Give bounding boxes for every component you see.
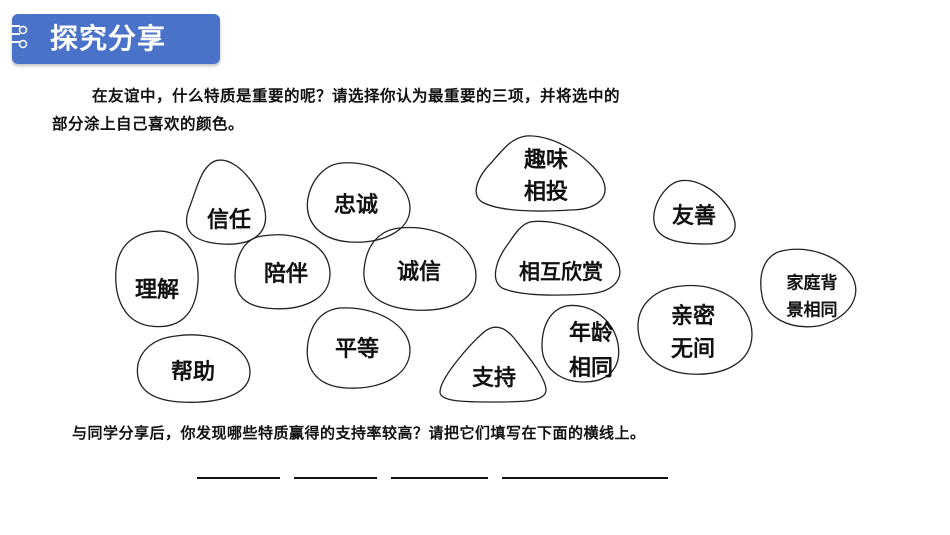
trait-label-zhongcheng: 忠诚 [333, 193, 379, 218]
pebble-zhichi[interactable] [439, 326, 547, 403]
prompt-line-2: 部分涂上自己喜欢的颜色。 [52, 115, 245, 133]
pebble-xinshang[interactable] [494, 220, 621, 296]
pebble-pingdeng[interactable] [306, 307, 411, 389]
answer-blank-2[interactable] [294, 477, 377, 479]
pebble-chengxin[interactable] [363, 226, 477, 311]
trait-label-qinmi-1: 亲密 [670, 304, 716, 329]
binder-rings-icon [0, 25, 28, 49]
section-header-bar [12, 14, 220, 64]
pebble-youshan[interactable] [653, 179, 736, 245]
trait-label-xinshang: 相互欣赏 [519, 260, 603, 284]
trait-label-xinren: 信任 [206, 208, 252, 233]
trait-label-jiating-2: 景相同 [786, 300, 838, 321]
trait-label-nianling-2: 相同 [568, 356, 614, 381]
trait-label-nianling-1: 年龄 [568, 321, 614, 346]
trait-label-lijie: 理解 [134, 278, 180, 303]
answer-blank-1[interactable] [197, 477, 280, 479]
pebble-xinren[interactable] [185, 159, 267, 245]
pebble-quwei[interactable] [475, 135, 606, 212]
trait-label-youshan: 友善 [671, 204, 717, 229]
pebble-qinmi[interactable] [637, 284, 753, 375]
pebble-lijie[interactable] [115, 230, 199, 328]
answer-blank-4[interactable] [502, 477, 668, 479]
trait-label-bangzhu: 帮助 [170, 360, 216, 385]
pebble-zhongcheng[interactable] [306, 162, 411, 243]
trait-label-zhichi: 支持 [471, 366, 517, 391]
prompt-line-1: 在友谊中，什么特质是重要的呢？请选择你认为最重要的三项，并将选中的 [92, 87, 621, 105]
section-title: 探究分享 [50, 22, 167, 55]
trait-label-jiating-1: 家庭背 [786, 273, 838, 294]
pebble-peiban[interactable] [234, 234, 331, 310]
trait-label-quwei-1: 趣味 [523, 148, 569, 173]
pebble-jiating[interactable] [760, 248, 857, 328]
pebble-bangzhu[interactable] [136, 334, 251, 403]
trait-label-peiban: 陪伴 [263, 262, 309, 287]
trait-label-qinmi-2: 无间 [670, 337, 716, 362]
pebble-nianling[interactable] [541, 304, 620, 383]
trait-label-pingdeng: 平等 [334, 337, 380, 362]
share-instruction: 与同学分享后，你发现哪些特质赢得的支持率较高？请把它们填写在下面的横线上。 [72, 424, 646, 442]
trait-label-quwei-2: 相投 [523, 180, 569, 205]
answer-blank-3[interactable] [391, 477, 488, 479]
trait-label-chengxin: 诚信 [396, 260, 442, 285]
